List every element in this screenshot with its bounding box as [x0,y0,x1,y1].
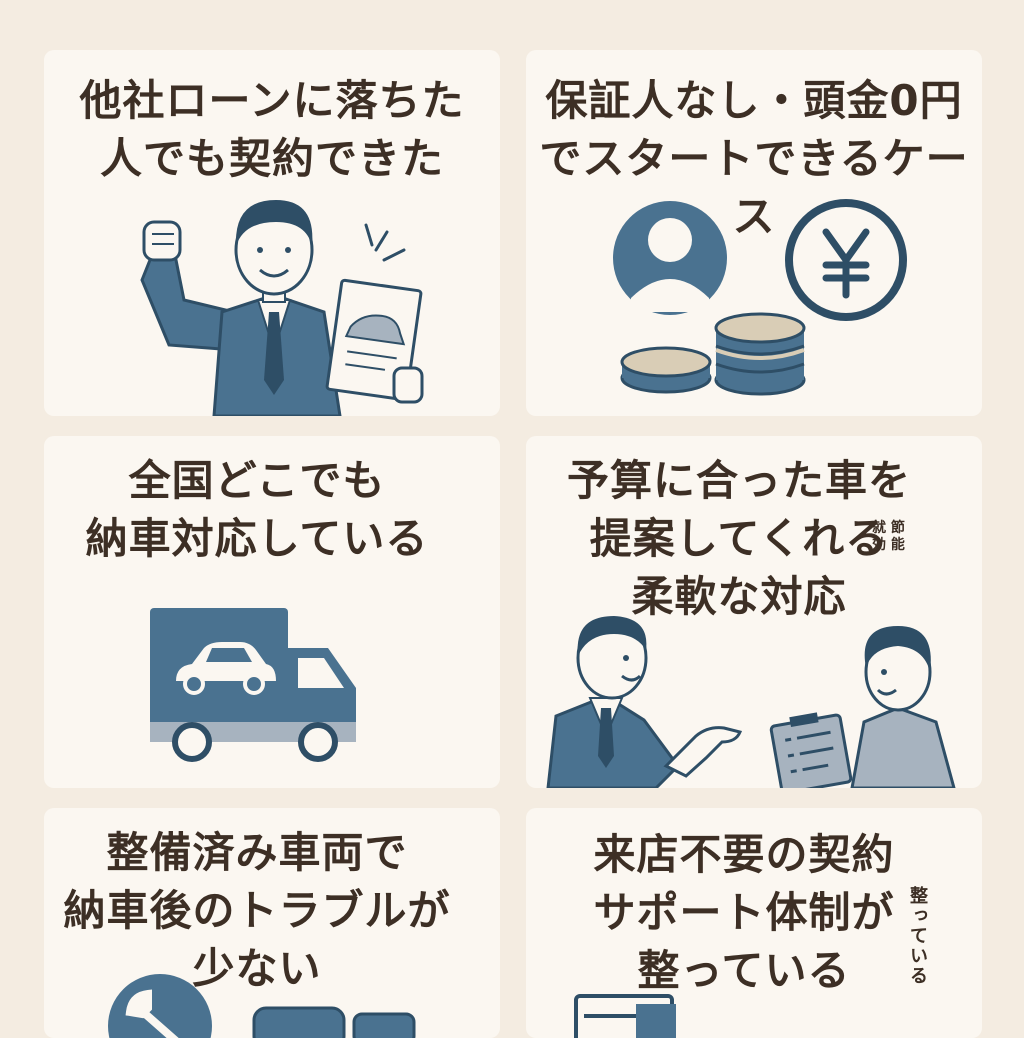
consultation-icon [546,616,956,788]
card-title-line: 全国どこでも [128,456,386,505]
benefit-card-6: 来店不要の契約 サポート体制が 整っている 整っている [526,808,982,1038]
person-and-yen-coins-icon [613,199,907,396]
card-title: 整備済み車両で 納車後のトラブルが 少ない [44,824,500,998]
side-note-line: 効 能 [872,537,905,553]
benefit-card-1: 他社ローンに落ちた 人でも契約できた [44,50,500,416]
card-title-line: 人でも契約できた [99,134,444,183]
card-title-line: サポート体制が [593,888,895,937]
benefit-card-2: 保証人なし・頭金0円 でスタートできるケース [526,50,982,416]
card-title-line: 整備済み車両で [106,828,408,877]
card-title: 予算に合った車を 提案してくれる 柔軟な対応 [526,452,982,626]
card-title: 保証人なし・頭金0円 でスタートできるケース [526,72,982,246]
benefit-card-3: 全国どこでも 納車対応している [44,436,500,788]
card-title: 来店不要の契約 サポート体制が 整っている [526,826,982,1000]
card-title-line: 保証人なし・頭金0円 [545,76,963,125]
card-title: 全国どこでも 納車対応している [44,452,500,568]
side-note: 整っている [907,886,928,986]
card-title-line: 少ない [192,944,322,993]
card-title-line: 予算に合った車を [566,456,911,505]
card-title-line: 来店不要の契約 [593,830,895,879]
card-title-line: 納車後のトラブルが [63,886,451,935]
card-title-line: でスタートできるケース [539,134,969,241]
side-note: 就 節 効 能 [872,520,905,554]
card-title: 他社ローンに落ちた 人でも契約できた [44,72,500,188]
wrench-and-car-icon [108,974,416,1038]
benefit-card-5: 整備済み車両で 納車後のトラブルが 少ない [44,808,500,1038]
card-title-line: 提案してくれる [589,514,889,563]
card-title-line: 柔軟な対応 [631,572,847,621]
card-title-line: 他社ローンに落ちた [79,76,465,125]
document-icon [574,994,676,1038]
side-note-line: 就 節 [872,520,905,536]
businessman-with-contract-icon [140,200,424,416]
card-title-line: 整っている [637,946,851,995]
delivery-truck-icon [150,608,356,762]
benefit-card-4: 予算に合った車を 提案してくれる 柔軟な対応 就 節 効 能 [526,436,982,788]
card-title-line: 納車対応している [85,514,429,563]
